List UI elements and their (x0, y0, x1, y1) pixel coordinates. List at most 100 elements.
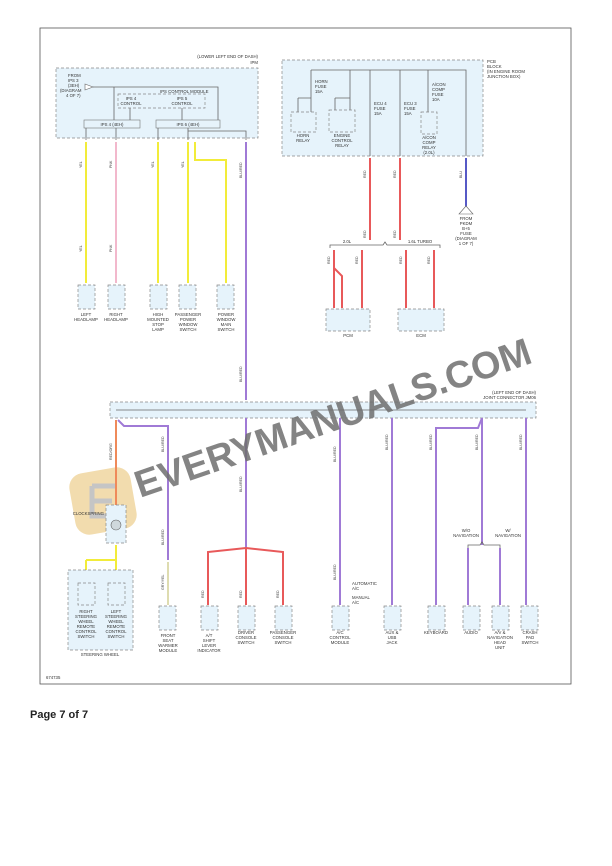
from-label: (3EH) (68, 83, 80, 88)
relay-label: RELAY (422, 145, 436, 150)
ips4-bar-label: IPS 4 (4EH) (101, 122, 124, 127)
arrow-in-icon (458, 205, 474, 215)
component-label: SWITCH (180, 327, 197, 332)
component-label: SWITCH (275, 640, 292, 645)
wire-label: BLU/RED (239, 476, 243, 492)
component-label: LAMP (152, 327, 164, 332)
component-label: RIGHT (109, 312, 123, 317)
fuse-label: FUSE (315, 84, 327, 89)
ipm-output-wire (85, 128, 247, 140)
component-label: CONTROL (105, 629, 127, 634)
wire-label: BLU/RED (333, 564, 337, 580)
ips6-bar-label: IPS 6 (4EH) (177, 122, 200, 127)
component-label: USB (388, 635, 397, 640)
watermark-logo (69, 467, 137, 535)
component-label: PCM (343, 333, 353, 338)
wire-label: RED (363, 230, 367, 238)
ipm-block: (LOWER LEFT END OF DASH) IPM FROM IPS 3 … (55, 54, 259, 140)
component-label: FRONT (161, 633, 176, 638)
ipm-name: IPM (250, 60, 258, 65)
page-number: Page 7 of 7 (30, 709, 89, 721)
ipm-location: (LOWER LEFT END OF DASH) (197, 54, 258, 59)
crash-pad-switch (520, 605, 539, 631)
wire-label: BLU/RED (161, 436, 165, 452)
fuse-label: FUSE (374, 106, 386, 111)
relay-label: A/CON (422, 135, 436, 140)
wire-label: RED (393, 230, 397, 238)
wire-label: RED (399, 256, 403, 264)
wire-label: YEL (79, 245, 83, 252)
audio (462, 605, 481, 631)
wire-label: YEL (79, 161, 83, 168)
component-label: STEERING (75, 614, 98, 619)
ecm (397, 308, 445, 332)
variant-label-1-6l-turbo: 1.6L TURBO (408, 239, 433, 244)
component-label: MODULE (331, 640, 350, 645)
from-label: IPS 3 (68, 78, 79, 83)
pcb-bus (297, 69, 467, 156)
wire-red (333, 250, 435, 308)
wire-label: BLU/RED (239, 366, 243, 382)
component-label: NAVIGATION (487, 635, 513, 640)
wire-label: RED (363, 170, 367, 178)
aux-usb-jack (383, 605, 402, 631)
fuse-label: 10A (432, 97, 440, 102)
av-navigation-head-unit (491, 605, 510, 631)
fuse-label: ECU 3 (404, 101, 417, 106)
ips4-bar (83, 119, 141, 129)
bottom-components: STEERING WHEEL RIGHT STEERING WHEEL REMO… (67, 569, 539, 657)
nav-with-label: W/ (505, 528, 511, 533)
nav-without-label: NAVIGATION (453, 533, 479, 538)
wire-label: RED (427, 256, 431, 264)
relay-label: RELAY (335, 143, 349, 148)
wire-blu-red (339, 417, 527, 605)
clockspring-icon (110, 519, 122, 531)
component-label: WARMER (158, 643, 177, 648)
wire-label: RED/ORG (109, 443, 113, 460)
component-label: ECM (416, 333, 426, 338)
front-seat-warmer-module (158, 605, 177, 631)
component-label: PASSENGER (270, 630, 296, 635)
component-label: SHIFT (203, 638, 216, 643)
fuse-label: FUSE (404, 106, 416, 111)
wire-label: RED (393, 170, 397, 178)
passenger-power-window-switch (178, 284, 197, 310)
fuse-label: 15A (374, 111, 382, 116)
component-label: JACK (387, 640, 398, 645)
ips4-control-label: CONTROL (120, 101, 142, 106)
component-label: SWITCH (78, 634, 95, 639)
passenger-console-switch (274, 605, 293, 631)
wire-label: RED (276, 590, 280, 598)
component-label: POWER (180, 317, 196, 322)
ac-manual-label: MANUAL (352, 595, 371, 600)
relay-label: CONTROL (331, 138, 353, 143)
wire-label: RED (355, 256, 359, 264)
wire-blu-red (467, 548, 501, 575)
pcb-block: PCB BLOCK (IN ENGINE ROOM JUNCTION BOX) … (281, 59, 525, 157)
pcb-label: BLOCK (487, 64, 502, 69)
horn-relay (290, 111, 317, 133)
component-label: CONSOLE (235, 635, 256, 640)
component-label: SEAT (163, 638, 174, 643)
pcb-label: (IN ENGINE ROOM (487, 69, 525, 74)
component-label: HIGH (153, 312, 164, 317)
from-label: (DIAGRAM (455, 236, 477, 241)
jc-name: JOINT CONNECTOR JM06 (483, 395, 536, 400)
component-label: LEFT (111, 609, 122, 614)
right-headlamp (107, 284, 126, 310)
pcb-label: JUNCTION BOX) (487, 74, 521, 79)
nav-with-label: NAVIGATION (495, 533, 521, 538)
component-label: SWITCH (522, 640, 539, 645)
ips4-control-label: IPS 4 (126, 96, 137, 101)
top-left-components: LEFT HEADLAMP RIGHT HEADLAMP HIGH MOUNTE… (74, 284, 236, 332)
pcb-box (281, 59, 484, 157)
component-label: A/V & (495, 630, 506, 635)
fuse-label: 15A (404, 111, 412, 116)
relay-label: HORN (297, 133, 310, 138)
component-label: STEERING (105, 614, 128, 619)
component-label: HEADLAMP (104, 317, 128, 322)
component-label: WINDOW (179, 322, 199, 327)
ac-manual-label: A/C (352, 600, 359, 605)
nav-brace (467, 541, 501, 548)
left-steering-wheel-remote-control-switch (107, 582, 126, 606)
